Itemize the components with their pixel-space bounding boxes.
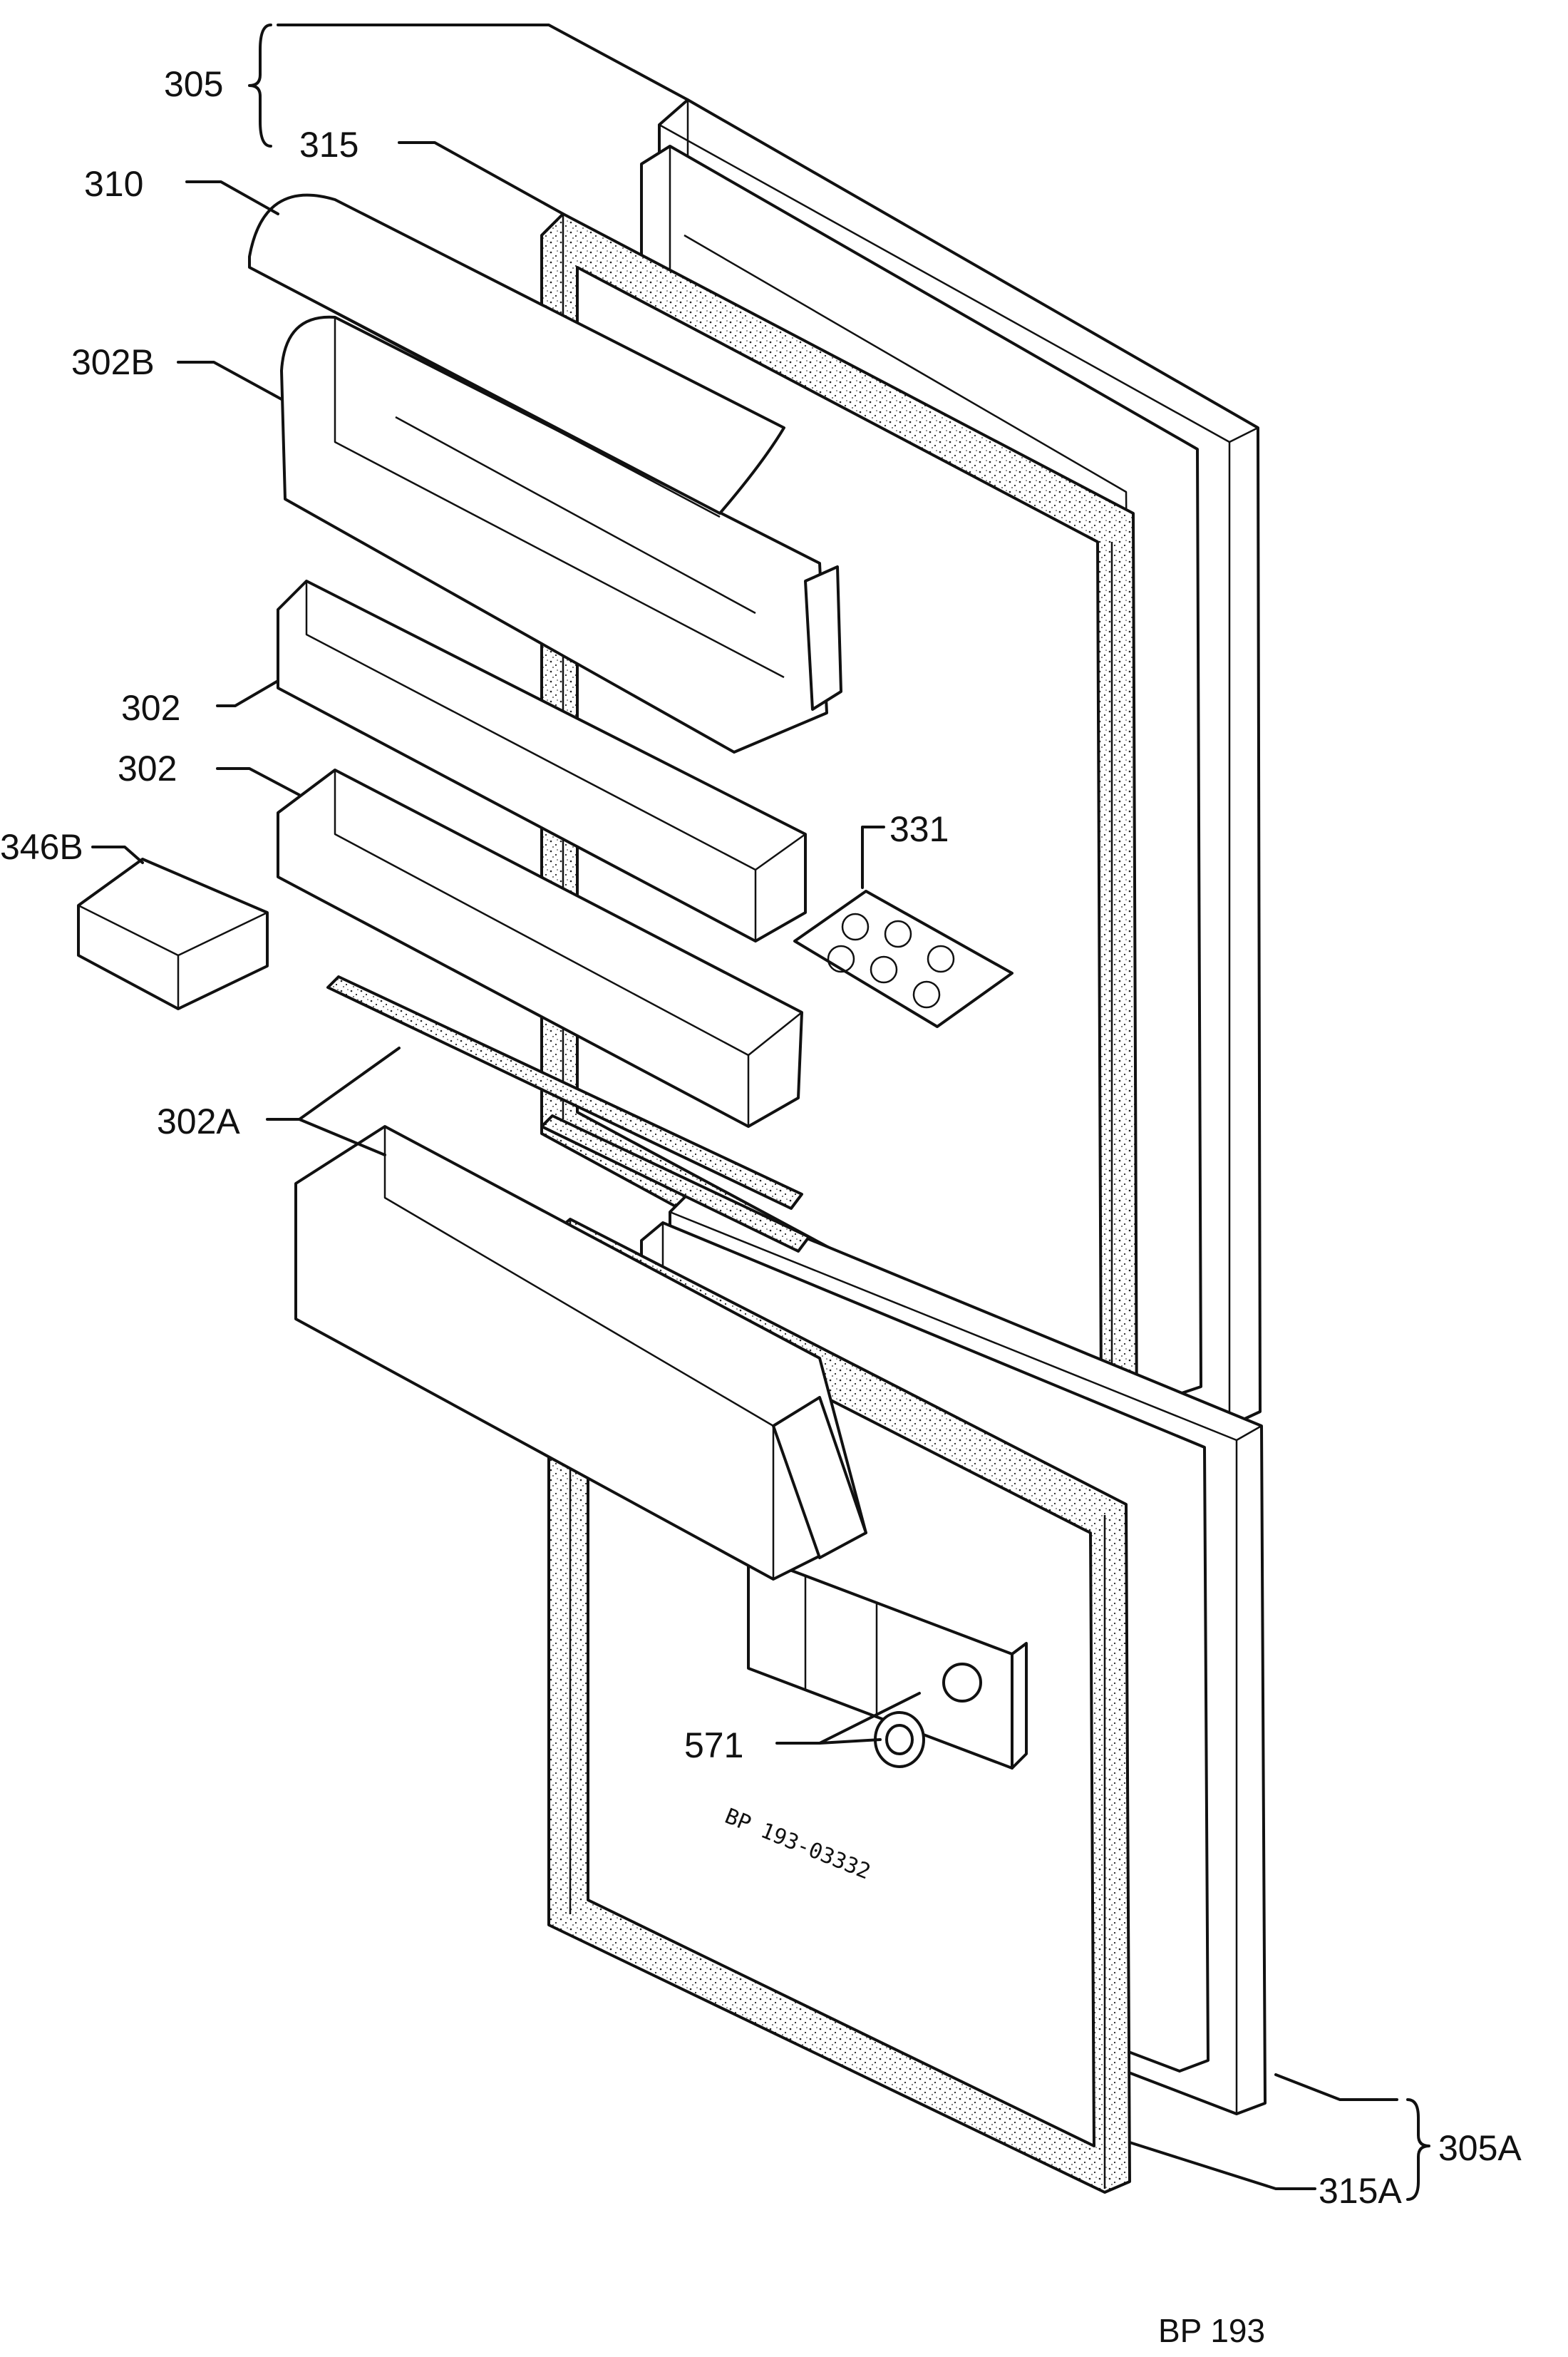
svg-text:315: 315 bbox=[299, 125, 359, 165]
svg-text:302B: 302B bbox=[71, 342, 155, 382]
lower-door-control-panel bbox=[747, 1553, 1028, 1770]
part-302A-bottom-bin bbox=[294, 1125, 867, 1581]
callout-315: 315 bbox=[299, 125, 564, 215]
callout-310: 310 bbox=[84, 164, 279, 215]
part-571-knob bbox=[874, 1711, 925, 1768]
callout-302B: 302B bbox=[71, 342, 283, 401]
svg-text:571: 571 bbox=[684, 1725, 743, 1765]
drawing-reference: BP 193 bbox=[1158, 2312, 1265, 2349]
callout-305A: 305A bbox=[1274, 2073, 1522, 2201]
part-331-egg-tray bbox=[793, 890, 1013, 1028]
svg-text:310: 310 bbox=[84, 164, 143, 204]
part-302B-large-bin bbox=[280, 315, 842, 754]
part-310-bin-lid bbox=[248, 193, 785, 518]
egg-cups bbox=[827, 913, 955, 1009]
callout-571: 571 bbox=[684, 1692, 921, 1765]
callout-302-upper: 302 bbox=[121, 679, 279, 728]
callout-302A: 302A bbox=[157, 1047, 401, 1156]
part-346B-small-box bbox=[77, 858, 269, 1010]
svg-text:331: 331 bbox=[889, 809, 949, 849]
part-302-door-shelf-upper bbox=[277, 580, 807, 943]
callout-315A: 315A bbox=[1128, 2141, 1402, 2211]
callout-302-lower: 302 bbox=[118, 749, 301, 796]
svg-text:302A: 302A bbox=[157, 1102, 240, 1141]
svg-text:305A: 305A bbox=[1438, 2128, 1522, 2168]
part-302-door-shelf-lower bbox=[277, 769, 803, 1128]
svg-text:302: 302 bbox=[118, 749, 177, 789]
callout-331: 331 bbox=[861, 809, 949, 889]
callout-305: 305 bbox=[164, 24, 689, 148]
svg-text:315A: 315A bbox=[1319, 2171, 1402, 2211]
svg-text:346B: 346B bbox=[0, 827, 83, 867]
part-302A-bottle-rack bbox=[326, 975, 810, 1253]
svg-text:302: 302 bbox=[121, 688, 180, 728]
svg-text:305: 305 bbox=[164, 64, 223, 104]
callout-346B: 346B bbox=[0, 827, 144, 867]
